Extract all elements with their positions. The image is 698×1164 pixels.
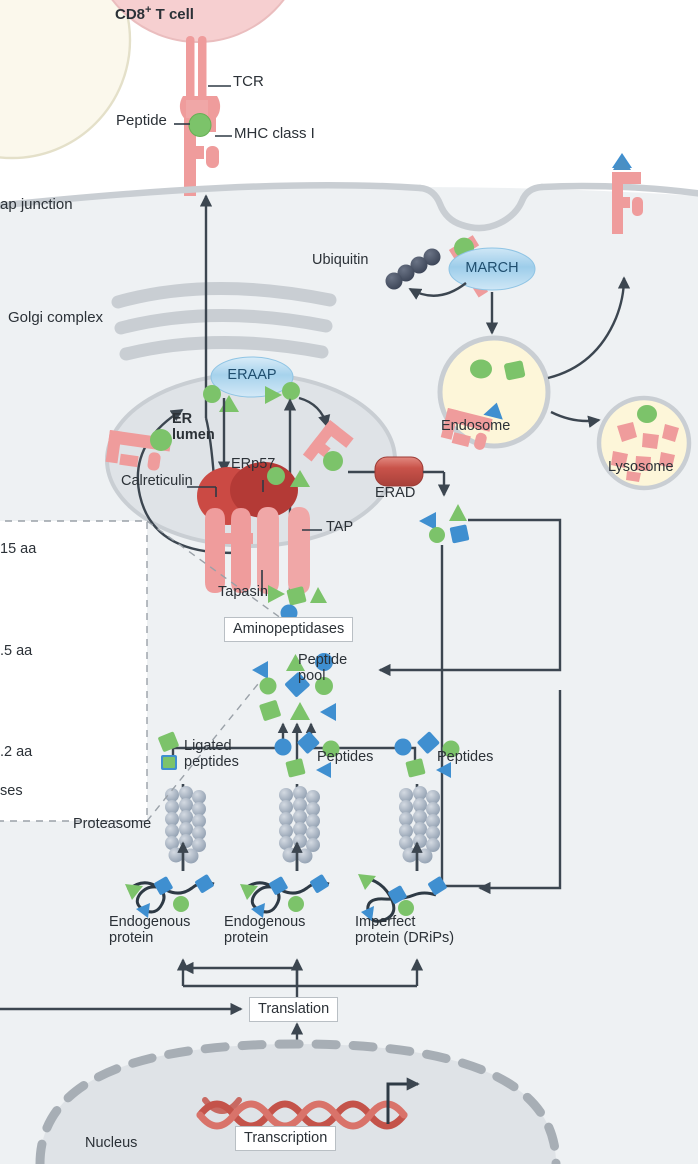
lysosome-label: Lysosome [608, 459, 674, 475]
peptide-pool-label: Peptide pool [298, 652, 348, 685]
endogenous-protein-left-label: Endogenous protein [109, 914, 191, 947]
arrow-march-to-ubiquitin [408, 282, 467, 300]
er-lumen-label: ER lumen [172, 411, 215, 444]
peptides-erad-exported [419, 504, 470, 544]
eraap-label: ERAAP [227, 367, 277, 383]
mhc-class-i-label: MHC class I [234, 125, 315, 142]
inset-enzymes-cropped-label: ses [0, 783, 23, 799]
adjacent-cell [0, 0, 132, 160]
arrow-peptide-to-mhc-er [298, 396, 331, 428]
inset-aa-low-label: .2 aa [0, 744, 33, 760]
aminopeptidases-box: Aminopeptidases [224, 617, 354, 642]
arrow-endosome-to-lysosome [550, 410, 601, 428]
ligated-peptides-shapes [158, 731, 179, 770]
tcr-receptor [179, 36, 221, 124]
arrow-endosome-recycle-to-surface [547, 276, 631, 380]
translation-box: Translation [249, 997, 339, 1022]
march-ligase [448, 247, 536, 291]
imperfect-protein-label: Imperfect protein (DRiPs) [355, 914, 455, 947]
proteasome-right [399, 784, 440, 871]
calreticulin-label: Calreticulin [121, 473, 193, 489]
mhc-recycled-surface [612, 153, 643, 234]
gap-junction-label: ap junction [0, 196, 73, 213]
tap-tapasin-complex [205, 507, 310, 594]
peptides-near-eraap [203, 382, 300, 412]
endosome [437, 335, 551, 450]
inset-aa-mid-label: .5 aa [0, 643, 33, 659]
erad-channel [348, 456, 444, 487]
imperfect-protein-marks [358, 874, 447, 921]
ubiquitin-label: Ubiquitin [312, 252, 369, 268]
golgi-complex-label: Golgi complex [8, 309, 104, 326]
peptide-pool-shapes [252, 653, 336, 721]
tcr-label: TCR [233, 73, 264, 90]
transcription-box: Transcription [235, 1126, 337, 1151]
peptide-label: Peptide [116, 112, 167, 129]
ligated-peptides-label: Ligated peptides [184, 738, 239, 771]
proteasome-left [165, 784, 206, 871]
mhc-calreticulin-complex [105, 429, 172, 471]
endogenous-protein-mid-label: Endogenous protein [224, 914, 306, 947]
proteasome-label: Proteasome [73, 816, 152, 832]
lysosome [596, 395, 692, 491]
march-label: MARCH [465, 260, 519, 276]
label-leader-lines [174, 85, 322, 596]
nucleus-label: Nucleus [85, 1135, 138, 1151]
ubiquitin-chain [385, 248, 441, 290]
peptides-right-shapes [394, 731, 460, 778]
cd8-t-cell-label: CD8+ T cell [115, 4, 194, 23]
peptides-mid-tap [267, 467, 310, 487]
peptides-mid-label: Peptides [317, 749, 374, 765]
dna-helix [196, 1097, 408, 1130]
nucleus [35, 1039, 561, 1164]
inset-callout-box [0, 520, 301, 822]
plasma-membrane [0, 181, 698, 232]
erad-label: ERAD [375, 485, 416, 501]
cd8-superscript: + [145, 4, 152, 16]
golgi-complex [111, 281, 337, 361]
arrow-pool-to-drips [478, 690, 562, 895]
peptides-mid-shapes [274, 731, 340, 778]
endosome-label: Endosome [441, 418, 511, 434]
endogenous-protein-left-marks [125, 874, 214, 918]
peptides-right-label: Peptides [437, 749, 494, 765]
endogenous-protein-mid-marks [240, 874, 329, 918]
transcription-start-site-arrow [386, 1077, 420, 1124]
mhc-class-i-surface [184, 113, 219, 196]
inset-aa-top-label: 15 aa [0, 541, 37, 557]
tapasin-label: Tapasin [218, 584, 268, 600]
arrow-erad-to-peptide-pool [378, 518, 562, 677]
proteasome-mid [279, 784, 320, 871]
mhc-loaded-in-er [302, 420, 354, 471]
eraap-enzyme [210, 356, 294, 398]
erp57-label: ERp57 [231, 456, 276, 472]
tap-label: TAP [326, 519, 354, 535]
